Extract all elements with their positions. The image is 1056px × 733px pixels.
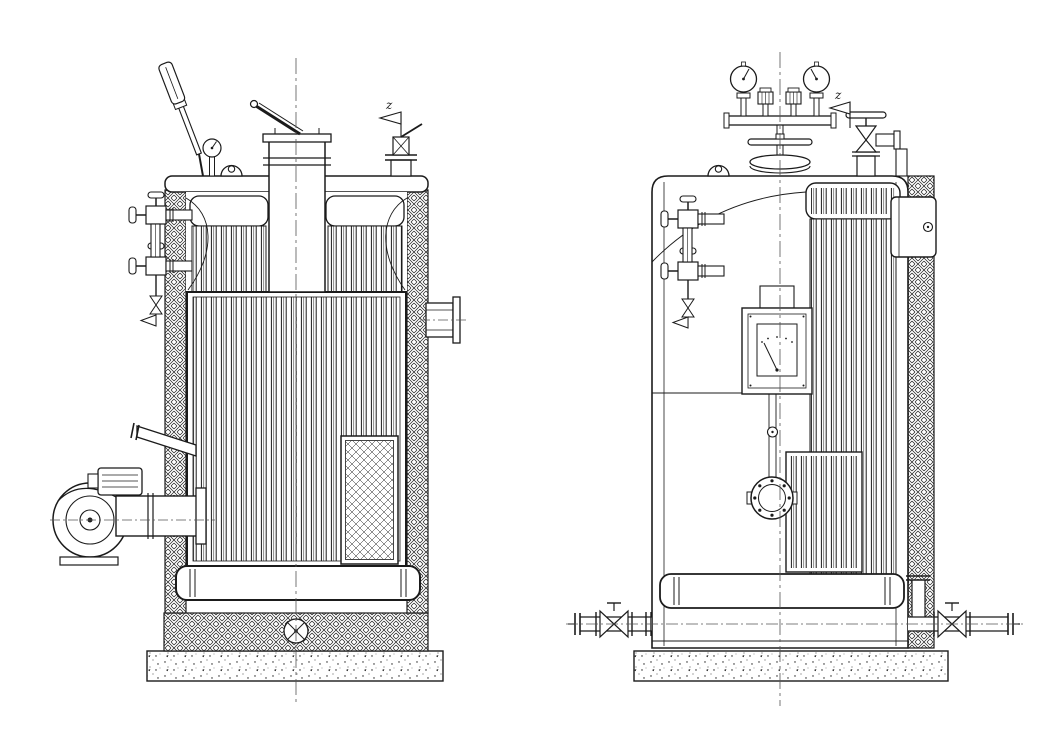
flue-outlet	[420, 296, 468, 344]
water-level-gauge	[128, 191, 193, 276]
vent-flag-label: z	[834, 88, 842, 102]
head-seam	[651, 191, 807, 263]
pressure-gauge-left	[729, 61, 758, 117]
pressure-gauge-right	[802, 61, 831, 117]
thermometer	[158, 61, 204, 177]
manhole-chimney	[262, 128, 332, 293]
vent-flag: z	[828, 88, 851, 128]
tube-header	[805, 182, 901, 220]
front-elevation-view: z	[566, 52, 1024, 706]
head-seam-left	[185, 197, 209, 291]
lifting-lug	[220, 164, 243, 177]
blower-duct	[115, 495, 203, 537]
safety-valve	[385, 123, 423, 177]
gauge-cock-left	[757, 87, 774, 117]
duct-flange	[195, 487, 207, 545]
pressure-gauge	[202, 138, 222, 177]
vent-flag-label: z	[385, 98, 393, 112]
vent-flag: z	[377, 98, 402, 137]
lower-access-panel	[785, 451, 863, 573]
manhole-lever	[249, 99, 304, 136]
burner-blower	[50, 467, 215, 566]
blower-foot	[59, 556, 119, 566]
upper-tube-bank-right	[327, 225, 403, 293]
burner-mount-flange	[746, 476, 798, 520]
side-elevation-view: z	[50, 58, 468, 706]
lifting-lug	[707, 164, 730, 177]
blower-motor	[97, 467, 143, 496]
gauge-cock-right	[785, 87, 802, 117]
bottom-header	[659, 573, 905, 609]
junction-box	[890, 196, 937, 258]
steam-header-right	[325, 195, 405, 227]
foundation-pad	[146, 650, 444, 682]
blowdown-drain	[671, 280, 695, 329]
casing-right-column	[406, 189, 429, 614]
inspection-pipe	[130, 422, 197, 457]
casing-left-column	[164, 189, 187, 614]
main-steam-valve	[845, 111, 908, 177]
level-fitting	[766, 394, 779, 477]
water-level-gauge	[660, 195, 725, 281]
upper-tube-bank-left	[191, 225, 267, 293]
bottom-header	[175, 565, 421, 601]
blowdown-pipe-right	[906, 575, 1020, 639]
blowdown-drain	[139, 275, 163, 327]
head-seam-right	[385, 197, 408, 291]
access-panel	[340, 435, 399, 565]
sight-panel	[741, 285, 813, 395]
foundation-pad	[633, 650, 949, 682]
feed-pipe-left	[568, 602, 652, 639]
steam-header-left	[189, 195, 269, 227]
